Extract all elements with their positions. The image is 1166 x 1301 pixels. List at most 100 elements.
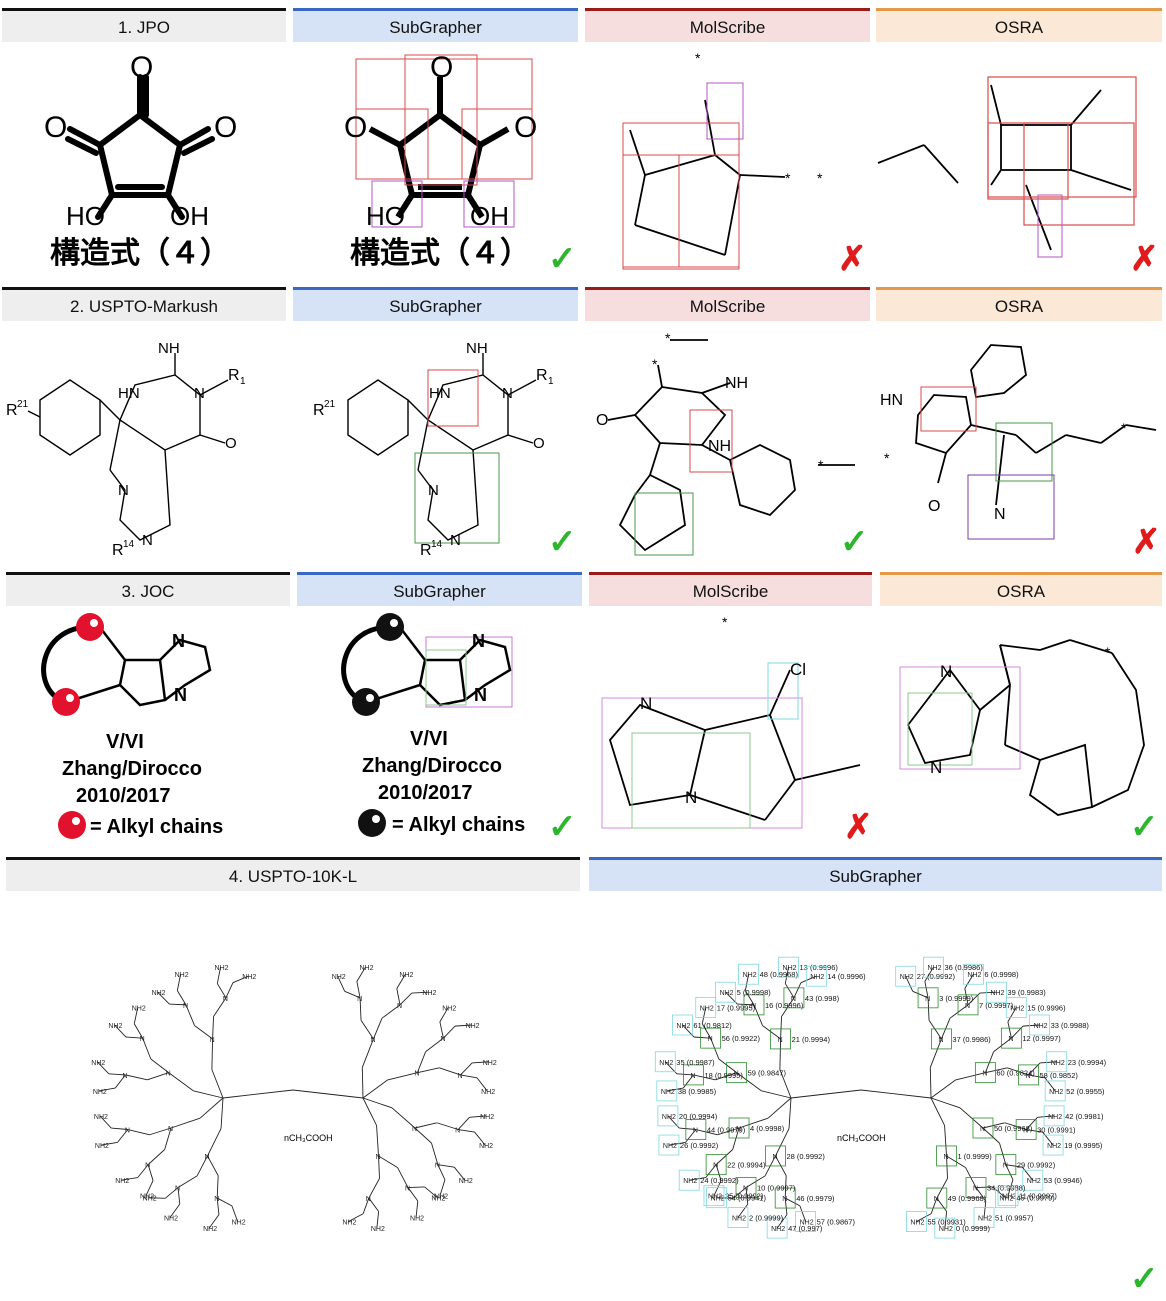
- bond-line: [125, 1036, 143, 1039]
- bond-line: [775, 1128, 790, 1157]
- bond-line: [738, 1117, 769, 1129]
- bond-line: [169, 1003, 187, 1006]
- star-atom: *: [695, 50, 701, 66]
- detection-label: 44 (0.9979): [707, 1126, 746, 1135]
- bond-line: [982, 1122, 1005, 1129]
- bond-line: [736, 1072, 762, 1092]
- atom-n: N: [168, 1126, 173, 1133]
- bond-line: [193, 1090, 224, 1099]
- jpo-molecule-svg: O O O HO OH 構造式（４）: [44, 51, 237, 270]
- atom-o-right: O: [214, 111, 237, 144]
- atom-nh2: NH2: [720, 990, 734, 997]
- atom-n: N: [145, 1163, 150, 1170]
- detection-box: [795, 1211, 816, 1232]
- molscribe-joc: * Cl N N: [590, 605, 870, 855]
- bond-line: [679, 1127, 696, 1130]
- bond-line: [368, 1197, 379, 1212]
- atom-n: N: [474, 685, 487, 705]
- bond-line: [148, 1197, 166, 1199]
- atom-nh2: NH2: [800, 1220, 814, 1227]
- detection-label: 24 (0.9992): [700, 1176, 739, 1185]
- detection-label: 49 (0.9968): [948, 1194, 987, 1203]
- bond-line: [936, 1197, 947, 1212]
- atom-nh2: NH2: [900, 974, 914, 981]
- detection-label: 15 (0.9996): [1027, 1003, 1066, 1012]
- header-subgrapher-4: SubGrapher: [589, 857, 1162, 891]
- bond-line: [975, 1187, 987, 1202]
- atom-nh2: NH2: [479, 1143, 493, 1150]
- detection-label: 38 (0.9985): [678, 1087, 717, 1096]
- bond-line: [762, 1025, 781, 1040]
- bond-line: [194, 1025, 213, 1040]
- check-mark: ✓: [548, 523, 577, 561]
- detection-box: [728, 1117, 750, 1139]
- detection-box: [705, 1154, 727, 1176]
- atom-oh: OH: [170, 201, 209, 231]
- atom-nh2: NH2: [203, 1226, 217, 1233]
- bond-line: [147, 1072, 169, 1081]
- bond-line: [701, 1023, 712, 1039]
- atom-nh2: NH2: [700, 1005, 714, 1012]
- atom-nh2: NH2: [143, 1196, 157, 1203]
- detection-label: 53 (0.9946): [1044, 1176, 1083, 1185]
- atom-nh2: NH2: [342, 1220, 356, 1227]
- detection-box: [934, 1217, 956, 1239]
- osra-joc-svg: * N N: [899, 639, 1145, 816]
- detection-box: [672, 1014, 693, 1036]
- detection-label: 4 (0.9998): [750, 1124, 785, 1133]
- detection-box: [1029, 1014, 1050, 1036]
- bond-line: [788, 1097, 792, 1129]
- bond-line: [744, 974, 750, 991]
- bond-line: [959, 1107, 984, 1129]
- detection-label: 56 (0.9922): [722, 1034, 761, 1043]
- detection-label: 3 (0.9999): [939, 994, 974, 1003]
- atom-n: N: [938, 1037, 943, 1044]
- bond-line: [975, 1186, 993, 1188]
- bond-line: [424, 1186, 438, 1199]
- atom-nh2: NH2: [978, 1216, 992, 1223]
- bond-line: [767, 1097, 792, 1119]
- detection-box: [774, 1187, 796, 1209]
- bond-line: [745, 1187, 749, 1205]
- bond-line: [715, 1149, 733, 1165]
- bond-line: [137, 1164, 149, 1178]
- bond-line: [211, 1069, 224, 1099]
- bond-line: [985, 1067, 1008, 1074]
- bond-line: [928, 1019, 942, 1040]
- bond-line: [356, 981, 361, 998]
- detection-label: 2 (0.9999): [749, 1214, 784, 1223]
- bond-line: [469, 1115, 487, 1118]
- bond-line: [929, 1038, 942, 1068]
- atom-nh2: NH2: [1049, 1089, 1063, 1096]
- joc-label-line1: V/VI: [106, 731, 144, 753]
- bond-line: [710, 1037, 720, 1060]
- bond-line: [416, 1051, 427, 1073]
- bond-line: [414, 1127, 432, 1144]
- bond-line: [799, 1205, 807, 1222]
- subgrapher-jpo-svg: O O O HO OH 構造式（４）: [344, 51, 537, 270]
- atom-nh2: NH2: [683, 1178, 697, 1185]
- bond-line: [387, 1072, 418, 1081]
- bond-line: [121, 1177, 138, 1181]
- bond-line: [930, 1097, 961, 1109]
- star-atom: *: [785, 170, 791, 186]
- bond-line: [924, 966, 934, 982]
- detection-box: [706, 1187, 727, 1209]
- salt-label: nCH₃COOH: [284, 1133, 333, 1143]
- atom-n: N: [366, 1196, 371, 1203]
- bond-line: [373, 1018, 383, 1040]
- atom-n: N: [405, 1186, 410, 1193]
- detection-box: [926, 1187, 948, 1209]
- atom-hn: HN: [429, 385, 451, 402]
- detection-label: 39 (0.9983): [1007, 988, 1046, 997]
- header-osra-3: OSRA: [880, 572, 1162, 606]
- atom-n: N: [183, 1003, 188, 1010]
- atom-n: N: [118, 482, 129, 499]
- atom-nh2: NH2: [663, 1143, 677, 1150]
- bond-line: [979, 991, 997, 994]
- molscribe-jpo-svg: * * *: [622, 50, 823, 270]
- header-joc: 3. JOC: [6, 572, 290, 606]
- bond-line: [168, 1072, 194, 1092]
- atom-n: N: [174, 685, 187, 705]
- detection-box: [783, 987, 805, 1009]
